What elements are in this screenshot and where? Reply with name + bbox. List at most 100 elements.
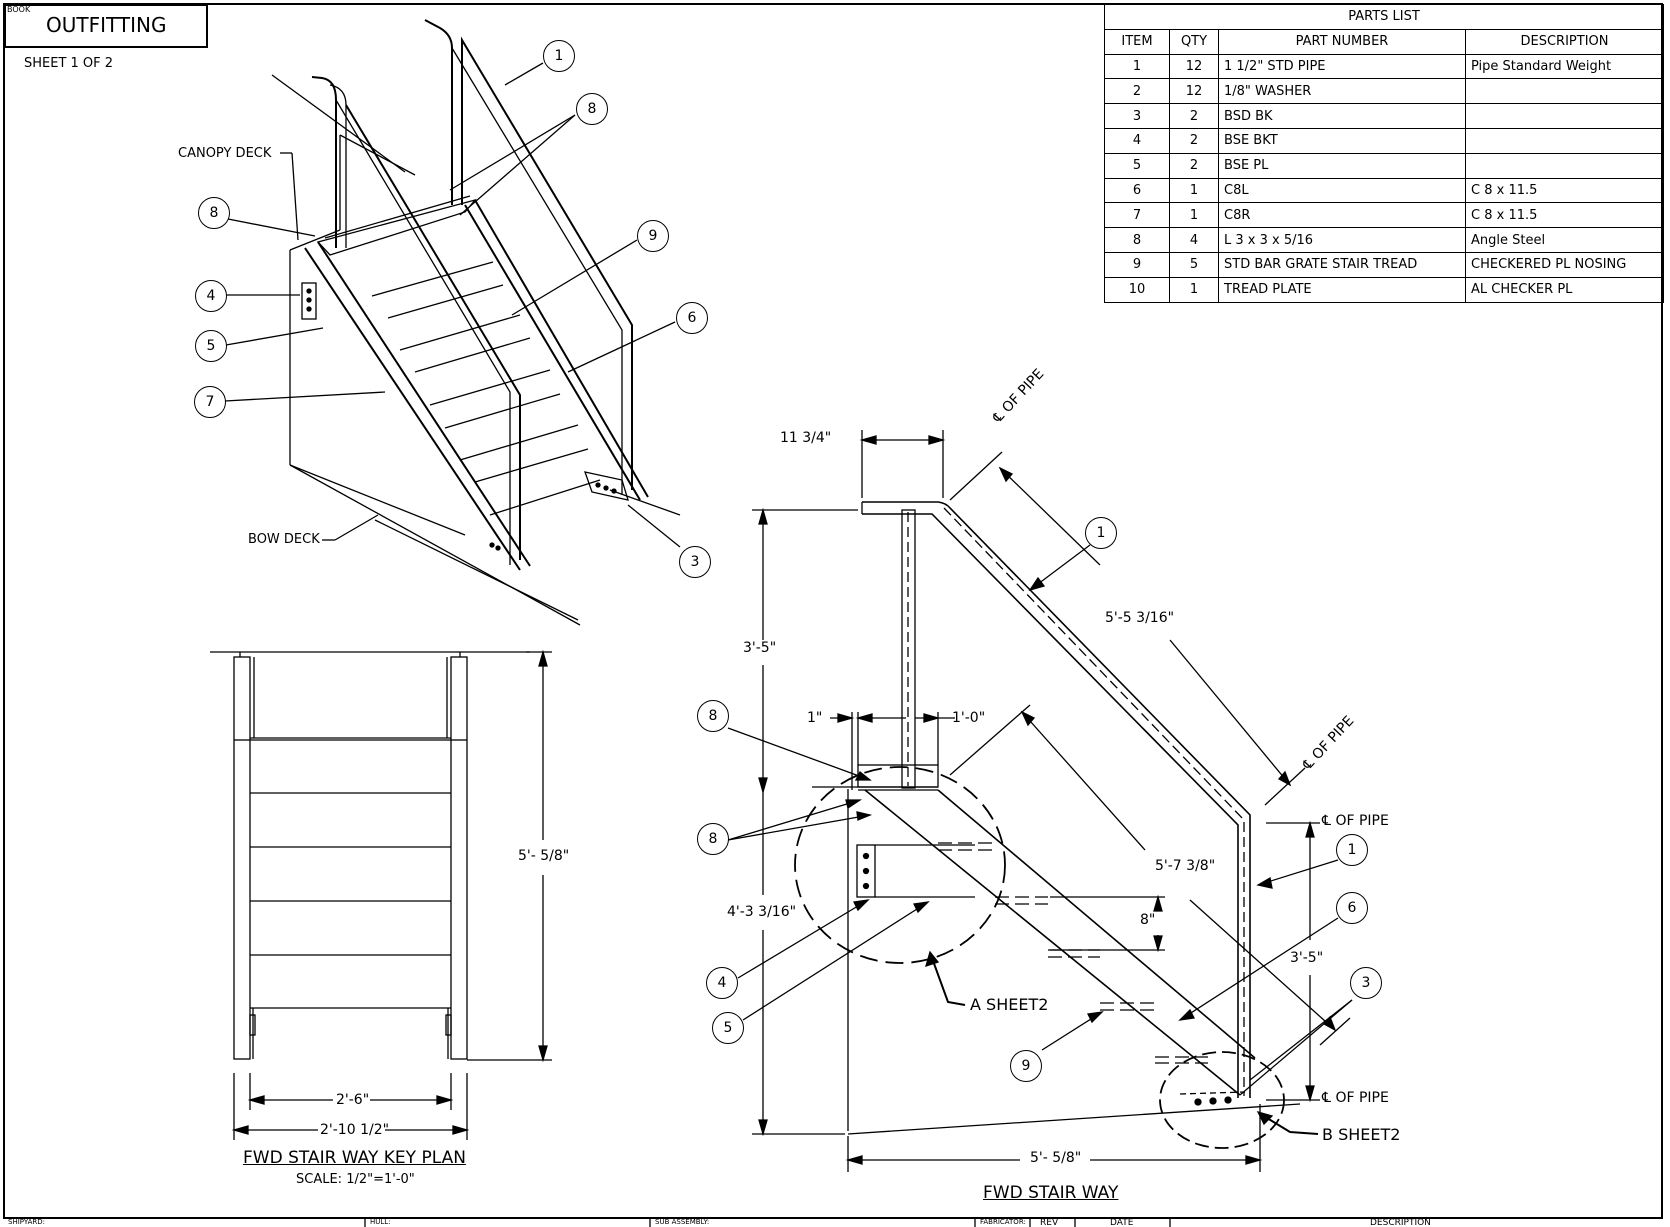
- cell-description: [1465, 103, 1664, 129]
- keyplan-height-dim: 5'- 5/8": [518, 848, 570, 864]
- cell-qty: 4: [1169, 227, 1219, 253]
- rail-length-dim: 5'-5 3/16": [1105, 610, 1175, 626]
- cell-item: 2: [1104, 78, 1170, 105]
- callout-bubble: 9: [637, 220, 669, 252]
- cell-qty: 1: [1169, 177, 1219, 204]
- diagonal-dim: 5'-7 3/8": [1155, 858, 1216, 874]
- cell-part-number: C8R: [1218, 202, 1466, 229]
- rev-header: REV: [1040, 1218, 1059, 1227]
- callout-bubble: 3: [679, 546, 711, 578]
- callout-bubble: 8: [198, 197, 230, 229]
- key-plan-view: [210, 649, 552, 1140]
- right-height-dim: 3'-5": [1290, 950, 1324, 966]
- one-inch-dim: 1": [807, 710, 823, 726]
- side-view: [727, 430, 1353, 1172]
- callout-bubble: 9: [1010, 1050, 1042, 1082]
- callout-bubble: 8: [576, 93, 608, 125]
- one-foot-dim: 1'-0": [952, 710, 986, 726]
- isometric-view: [224, 19, 681, 626]
- riser-height-dim: 8": [1140, 912, 1156, 928]
- detail-b-label: B SHEET2: [1322, 1125, 1401, 1144]
- cell-qty: 2: [1169, 103, 1219, 129]
- book-title: OUTFITTING: [46, 13, 167, 37]
- callout-bubble: 3: [1350, 967, 1382, 999]
- description-header: DESCRIPTION: [1370, 1218, 1431, 1227]
- cell-part-number: 1/8" WASHER: [1218, 78, 1466, 105]
- cell-part-number: STD BAR GRATE STAIR TREAD: [1218, 251, 1466, 278]
- parts-list-title: PARTS LIST: [1104, 4, 1664, 30]
- cell-part-number: TREAD PLATE: [1218, 276, 1466, 303]
- detail-a-label: A SHEET2: [970, 995, 1049, 1014]
- date-header: DATE: [1110, 1218, 1134, 1227]
- cell-item: 9: [1104, 251, 1170, 278]
- callout-bubble: 5: [712, 1012, 744, 1044]
- col-header-qty: QTY: [1169, 28, 1219, 55]
- top-width-dim: 11 3/4": [780, 430, 832, 446]
- cell-item: 4: [1104, 127, 1170, 154]
- cell-qty: 2: [1169, 127, 1219, 154]
- sheet-number: SHEET 1 OF 2: [24, 56, 114, 71]
- cell-qty: 12: [1169, 78, 1219, 105]
- bow-deck-label: BOW DECK: [248, 532, 320, 547]
- shipyard-field: SHIPYARD:: [8, 1218, 45, 1226]
- cell-part-number: C8L: [1218, 177, 1466, 204]
- callout-bubble: 6: [1336, 892, 1368, 924]
- col-header-item: ITEM: [1104, 28, 1170, 55]
- cell-qty: 2: [1169, 152, 1219, 179]
- title-block: [4, 4, 208, 48]
- col-header-part-number: PART NUMBER: [1218, 28, 1466, 55]
- parts-list-table: PARTS LIST ITEM QTY PART NUMBER DESCRIPT…: [1104, 4, 1664, 303]
- sub-assembly-field: SUB ASSEMBLY:: [655, 1218, 710, 1226]
- canopy-deck-label: CANOPY DECK: [178, 146, 272, 161]
- keyplan-scale: SCALE: 1/2"=1'-0": [296, 1172, 415, 1187]
- cell-part-number: BSE PL: [1218, 152, 1466, 179]
- cell-part-number: BSE BKT: [1218, 127, 1466, 154]
- side-view-caption: FWD STAIR WAY: [983, 1183, 1119, 1203]
- cell-qty: 5: [1169, 251, 1219, 278]
- fabricator-field: FABRICATOR:: [980, 1218, 1026, 1226]
- centerline-pipe-label: ℄ OF PIPE: [1322, 1090, 1389, 1106]
- keyplan-inner-width-dim: 2'-6": [336, 1092, 370, 1108]
- callout-bubble: 7: [194, 386, 226, 418]
- book-label: BOOK: [7, 5, 31, 14]
- left-upper-dim: 3'-5": [743, 640, 777, 656]
- cell-qty: 12: [1169, 53, 1219, 80]
- keyplan-outer-width-dim: 2'-10 1/2": [320, 1122, 390, 1138]
- cell-description: C 8 x 11.5: [1465, 202, 1664, 229]
- cell-item: 7: [1104, 202, 1170, 229]
- cell-item: 10: [1104, 276, 1170, 303]
- col-header-description: DESCRIPTION: [1465, 28, 1664, 55]
- cell-item: 1: [1104, 53, 1170, 80]
- centerline-pipe-label: ℄ OF PIPE: [1322, 813, 1389, 829]
- bottom-width-dim: 5'- 5/8": [1030, 1150, 1082, 1166]
- cell-qty: 1: [1169, 276, 1219, 303]
- left-lower-dim: 4'-3 3/16": [727, 904, 797, 920]
- callout-bubble: 4: [195, 280, 227, 312]
- callout-bubble: 4: [706, 967, 738, 999]
- callout-bubble: 1: [1336, 834, 1368, 866]
- callout-bubble: 5: [195, 330, 227, 362]
- cell-item: 3: [1104, 103, 1170, 129]
- cell-part-number: L 3 x 3 x 5/16: [1218, 227, 1466, 253]
- cell-qty: 1: [1169, 202, 1219, 229]
- cell-description: Angle Steel: [1465, 227, 1664, 253]
- cell-part-number: BSD BK: [1218, 103, 1466, 129]
- callout-bubble: 8: [697, 700, 729, 732]
- cell-description: [1465, 78, 1664, 105]
- callout-bubble: 1: [1085, 517, 1117, 549]
- cell-part-number: 1 1/2" STD PIPE: [1218, 53, 1466, 80]
- cell-item: 8: [1104, 227, 1170, 253]
- callout-bubble: 6: [676, 302, 708, 334]
